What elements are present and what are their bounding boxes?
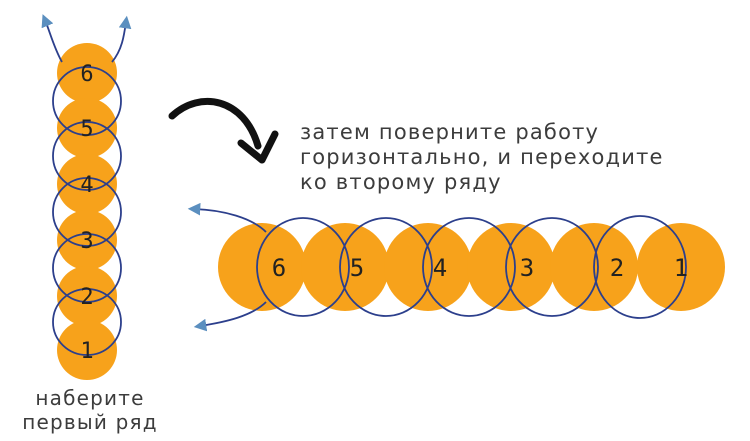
bead bbox=[637, 223, 725, 311]
thread-end-bottom bbox=[193, 301, 267, 332]
instruction-text: затем поверните работу горизонтально, и … bbox=[300, 120, 664, 195]
bead-number: 1 bbox=[80, 339, 93, 364]
horizontal-bead-numbers: 6 5 4 3 2 1 bbox=[272, 254, 688, 282]
bead bbox=[467, 223, 555, 311]
bead-number: 2 bbox=[610, 254, 624, 282]
thread-loop bbox=[52, 121, 122, 191]
thread-loop bbox=[339, 217, 433, 317]
horizontal-beads bbox=[218, 223, 725, 311]
thread-end-left bbox=[41, 14, 63, 63]
bead-number: 5 bbox=[350, 254, 364, 282]
bead-number: 6 bbox=[272, 254, 286, 282]
bead-number: 4 bbox=[80, 173, 93, 198]
thread-loop bbox=[593, 215, 687, 319]
vertical-thread-ends bbox=[41, 14, 132, 63]
bead bbox=[57, 98, 117, 158]
vertical-thread-loops bbox=[52, 66, 122, 356]
thread-loop bbox=[505, 217, 599, 317]
bead bbox=[301, 223, 389, 311]
bead-number: 5 bbox=[80, 117, 93, 142]
thread-loop bbox=[52, 233, 122, 303]
bead bbox=[218, 223, 306, 311]
horizontal-thread-loops bbox=[256, 215, 687, 319]
thread-loop bbox=[52, 66, 122, 136]
bead bbox=[57, 154, 117, 214]
horizontal-bead-row: 6 5 4 3 2 1 bbox=[187, 202, 725, 332]
thread-loop bbox=[52, 288, 122, 356]
first-row-caption: наберите первый ряд bbox=[0, 386, 180, 434]
instruction-line: ко второму ряду bbox=[300, 170, 502, 194]
thread-loop bbox=[256, 217, 350, 317]
instruction-line: затем поверните работу bbox=[300, 120, 600, 144]
bead-number: 3 bbox=[80, 229, 93, 254]
rotate-arrow-shaft bbox=[168, 98, 262, 150]
thread-end-top bbox=[187, 202, 267, 233]
bead-number: 1 bbox=[674, 254, 688, 282]
bead-number: 6 bbox=[80, 62, 93, 87]
rotate-arrow-icon bbox=[168, 98, 279, 164]
vertical-beads bbox=[57, 43, 117, 380]
rotate-arrow-head bbox=[237, 130, 279, 164]
bead bbox=[384, 223, 472, 311]
caption-line: первый ряд bbox=[22, 410, 158, 434]
bead bbox=[57, 266, 117, 326]
bead bbox=[57, 43, 117, 103]
vertical-bead-row: 6 5 4 3 2 1 bbox=[41, 14, 132, 380]
bead bbox=[57, 210, 117, 270]
vertical-bead-numbers: 6 5 4 3 2 1 bbox=[80, 62, 93, 364]
bead-number: 3 bbox=[520, 254, 534, 282]
thread-loop bbox=[422, 217, 516, 317]
caption-line: наберите bbox=[35, 386, 145, 410]
bead-number: 4 bbox=[433, 254, 447, 282]
thread-loop bbox=[52, 177, 122, 247]
instruction-line: горизонтально, и переходите bbox=[300, 145, 664, 169]
bead-number: 2 bbox=[80, 285, 93, 310]
bead bbox=[57, 320, 117, 380]
thread-end-right bbox=[111, 15, 132, 63]
horizontal-thread-ends bbox=[187, 202, 267, 332]
